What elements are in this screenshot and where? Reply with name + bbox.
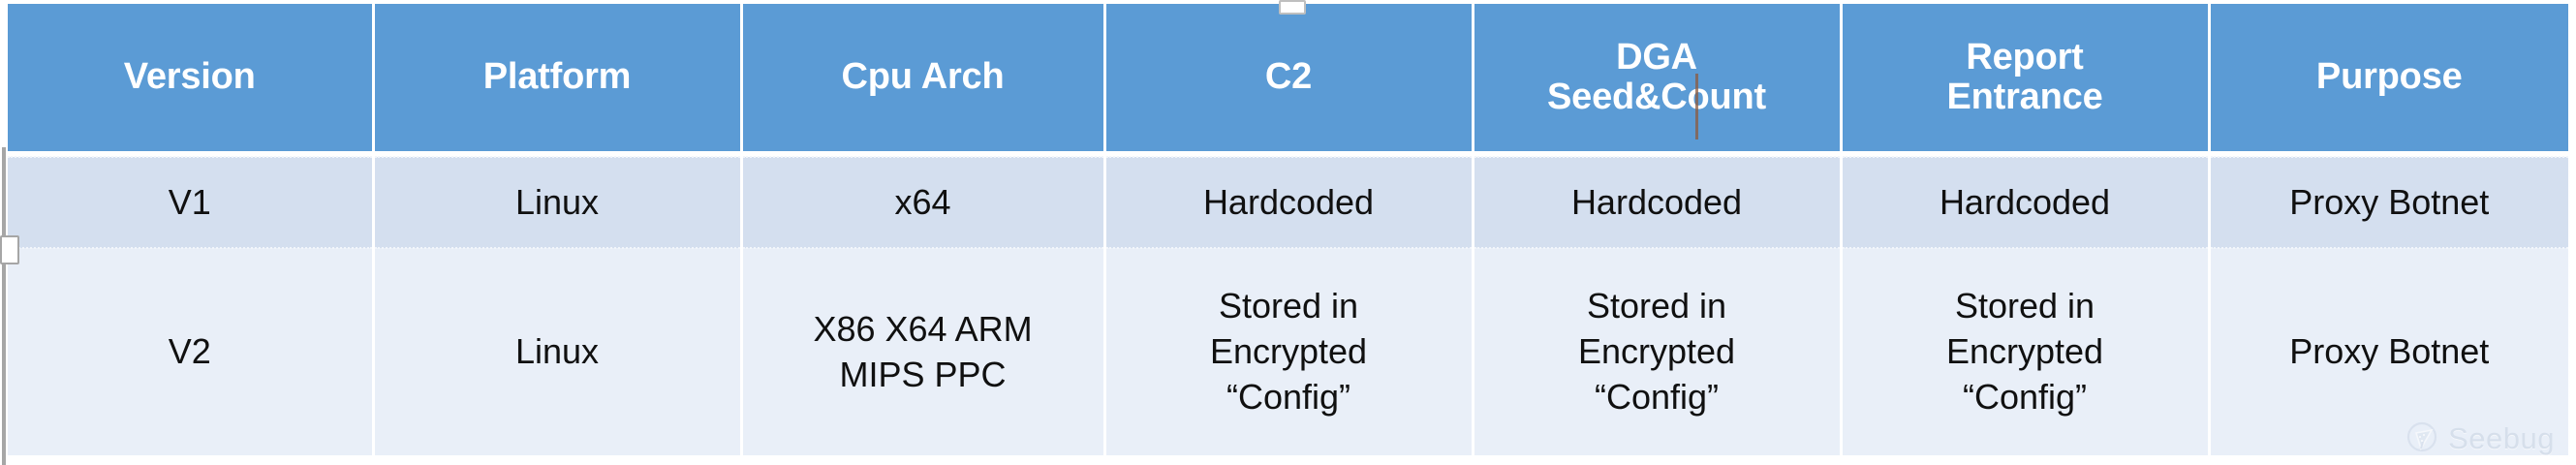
column-header-purpose-line-1: Purpose <box>2315 56 2463 98</box>
cell-text: “Config” <box>1594 376 1720 417</box>
cell-text: Proxy Botnet <box>2289 331 2490 372</box>
table-header: Version Platform Cpu Arch C2 DGA Seed&Co… <box>8 4 2568 151</box>
cell-text: MIPS PPC <box>839 354 1007 394</box>
cell-v1-version[interactable]: V1 <box>8 156 375 249</box>
cell-v1-purpose[interactable]: Proxy Botnet <box>2209 156 2568 249</box>
table-row[interactable]: V1 Linux x64 Hardcoded Hardcoded Hardcod… <box>8 156 2568 249</box>
header-body-gap <box>8 151 2568 157</box>
table-body: V1 Linux x64 Hardcoded Hardcoded Hardcod… <box>8 151 2568 455</box>
cell-v1-cpu-arch[interactable]: x64 <box>741 156 1106 249</box>
cell-text: V1 <box>168 182 211 223</box>
cell-text: Hardcoded <box>1202 182 1375 223</box>
column-header-c2-line-1: C2 <box>1264 56 1313 98</box>
cell-v2-c2[interactable]: Stored in Encrypted “Config” <box>1104 248 1474 455</box>
gap-cell <box>741 151 1104 157</box>
gap-cell <box>1104 151 1473 157</box>
column-header-purpose[interactable]: Purpose <box>2209 4 2568 151</box>
cell-v1-report-entrance[interactable]: Hardcoded <box>1841 156 2211 249</box>
cell-text: x64 <box>894 182 951 223</box>
cell-v2-version[interactable]: V2 <box>8 248 375 455</box>
table-resize-handle-top[interactable] <box>1279 0 1306 15</box>
cell-v2-report-entrance[interactable]: Stored in Encrypted “Config” <box>1841 248 2211 455</box>
table-header-row: Version Platform Cpu Arch C2 DGA Seed&Co… <box>8 4 2568 151</box>
cell-v1-platform[interactable]: Linux <box>373 156 743 249</box>
cell-text: Encrypted <box>1577 331 1736 372</box>
cell-text: Proxy Botnet <box>2289 182 2490 223</box>
gap-cell <box>373 151 741 157</box>
cell-v1-c2[interactable]: Hardcoded <box>1104 156 1474 249</box>
column-header-report-entrance-line-1: Report <box>1966 36 2084 78</box>
malware-version-comparison-table: Version Platform Cpu Arch C2 DGA Seed&Co… <box>8 4 2568 455</box>
column-header-c2[interactable]: C2 <box>1104 4 1474 151</box>
cell-v2-dga-seed-count[interactable]: Stored in Encrypted “Config” <box>1473 248 1843 455</box>
column-header-version[interactable]: Version <box>8 4 375 151</box>
table-resize-handle-left[interactable] <box>0 235 19 264</box>
cell-v2-purpose[interactable]: Proxy Botnet <box>2209 248 2568 455</box>
column-header-cpu-arch-line-1: Cpu Arch <box>841 56 1005 98</box>
column-header-dga-seed-count-line-1: DGA <box>1616 36 1697 78</box>
cell-text: Linux <box>514 331 600 372</box>
cell-text: “Config” <box>1226 376 1351 417</box>
column-header-dga-seed-count[interactable]: DGA Seed&Count <box>1473 4 1843 151</box>
column-header-platform[interactable]: Platform <box>373 4 743 151</box>
gap-cell <box>1841 151 2209 157</box>
cell-v2-platform[interactable]: Linux <box>373 248 743 455</box>
cell-text: Stored in <box>1218 286 1359 326</box>
column-header-report-entrance[interactable]: Report Entrance <box>1841 4 2211 151</box>
cell-text: Encrypted <box>1209 331 1368 372</box>
column-header-platform-line-1: Platform <box>482 56 632 98</box>
gap-cell <box>1473 151 1841 157</box>
cell-v1-dga-seed-count[interactable]: Hardcoded <box>1473 156 1843 249</box>
column-header-version-line-1: Version <box>123 56 256 98</box>
text-cursor-caret <box>1695 74 1698 140</box>
table-row[interactable]: V2 Linux X86 X64 ARM MIPS PPC Stored in … <box>8 248 2568 455</box>
cell-text: Stored in <box>1954 286 2095 326</box>
gap-cell <box>8 151 373 157</box>
cell-v2-cpu-arch[interactable]: X86 X64 ARM MIPS PPC <box>741 248 1106 455</box>
table-selection-border <box>2 147 6 465</box>
gap-cell <box>2209 151 2568 157</box>
column-header-report-entrance-line-2: Entrance <box>1946 77 2103 117</box>
cell-text: Encrypted <box>1945 331 2104 372</box>
cell-text: Linux <box>514 182 600 223</box>
cell-text: Stored in <box>1586 286 1727 326</box>
column-header-dga-seed-count-line-2: Seed&Count <box>1546 77 1766 117</box>
cell-text: X86 X64 ARM <box>813 308 1033 349</box>
cell-text: V2 <box>168 331 211 372</box>
column-header-cpu-arch[interactable]: Cpu Arch <box>741 4 1106 151</box>
cell-text: Hardcoded <box>1570 182 1743 223</box>
cell-text: Hardcoded <box>1939 182 2111 223</box>
cell-text: “Config” <box>1962 376 2088 417</box>
